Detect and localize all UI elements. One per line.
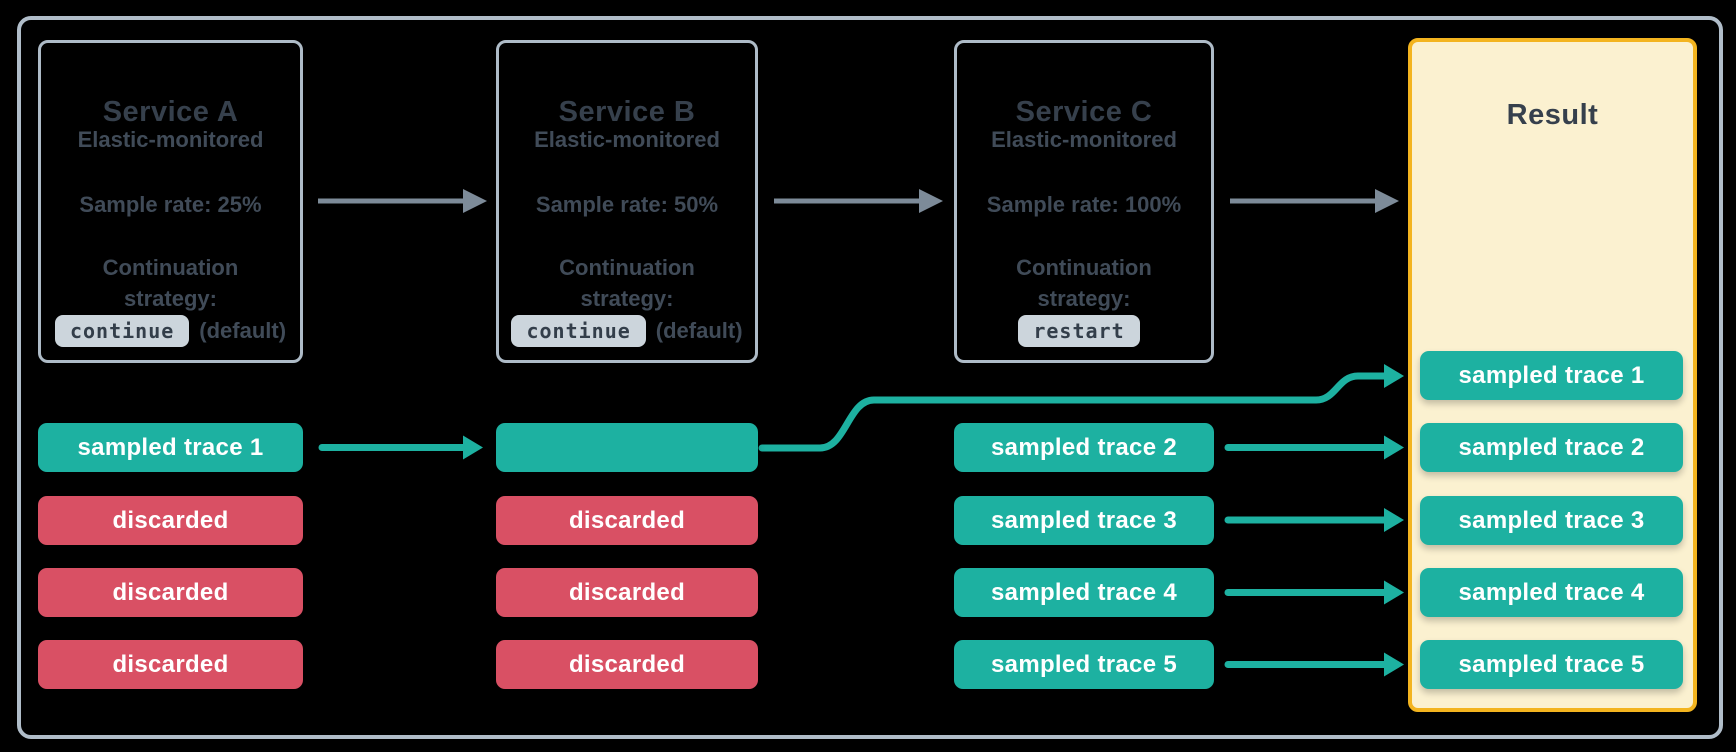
- pill-result-sampled-trace-2: sampled trace 2: [1420, 423, 1683, 472]
- service-b-sample-rate: Sample rate: 50%: [535, 192, 719, 217]
- arrow-right-icon-service-a-to-b: [318, 189, 487, 213]
- connector-icon-trace1-to-result: [758, 364, 1404, 452]
- pill-col1-discarded-3: discarded: [38, 640, 303, 689]
- pill-col2-discarded-2: discarded: [496, 568, 758, 617]
- service-box-b: Service B Elastic-monitored Sample rate:…: [496, 40, 758, 363]
- service-a-sample-rate: Sample rate: 25%: [79, 192, 262, 217]
- arrow-right-icon-trace3-to-result: [1224, 508, 1404, 532]
- service-b-strategy-label: Continuation: [559, 255, 695, 280]
- service-a-strategy-label: Continuation: [102, 255, 239, 280]
- service-b-strategy-row: continue (default): [499, 313, 755, 349]
- result-title: Result: [1506, 99, 1599, 132]
- pill-result-sampled-trace-4: sampled trace 4: [1420, 568, 1683, 617]
- service-c-strategy-chip: restart: [1018, 315, 1140, 347]
- service-a-title: Service A: [102, 96, 239, 129]
- pill-col2-discarded-1: discarded: [496, 496, 758, 545]
- service-a-strategy-suffix: (default): [199, 318, 287, 343]
- service-box-a: Service A Elastic-monitored Sample rate:…: [38, 40, 303, 363]
- service-c-monitored: Elastic-monitored: [991, 127, 1177, 152]
- pill-col1-discarded-1: discarded: [38, 496, 303, 545]
- service-b-strategy-label2: strategy:: [580, 286, 674, 311]
- pill-col2-discarded-3: discarded: [496, 640, 758, 689]
- service-b-strategy-chip: continue: [511, 315, 646, 347]
- arrow-right-icon-trace1-col1-to-col2: [318, 435, 483, 460]
- pill-col1-discarded-2: discarded: [38, 568, 303, 617]
- service-c-strategy-label2: strategy:: [1037, 286, 1131, 311]
- pill-col3-sampled-trace-3: sampled trace 3: [954, 496, 1214, 545]
- service-c-sample-rate: Sample rate: 100%: [986, 192, 1182, 217]
- pill-result-sampled-trace-3: sampled trace 3: [1420, 496, 1683, 545]
- service-b-title: Service B: [558, 96, 696, 129]
- service-c-strategy-row: restart: [957, 313, 1211, 349]
- service-b-monitored: Elastic-monitored: [534, 127, 720, 152]
- arrow-right-icon-trace4-to-result: [1224, 580, 1404, 605]
- outer-frame: [17, 16, 1723, 739]
- pill-col2-sampled-unlabeled: [496, 423, 758, 472]
- pill-col1-sampled-trace-1: sampled trace 1: [38, 423, 303, 472]
- arrow-right-icon-trace2-to-result: [1224, 435, 1404, 460]
- pill-result-sampled-trace-5: sampled trace 5: [1420, 640, 1683, 689]
- service-a-strategy-label2: strategy:: [124, 286, 217, 311]
- service-a-monitored: Elastic-monitored: [77, 127, 264, 152]
- arrow-right-icon-service-b-to-c: [774, 189, 943, 213]
- pill-result-sampled-trace-1: sampled trace 1: [1420, 351, 1683, 400]
- arrow-right-icon-trace5-to-result: [1224, 652, 1404, 677]
- pill-col3-sampled-trace-4: sampled trace 4: [954, 568, 1214, 617]
- arrow-right-icon-service-c-to-result: [1230, 189, 1399, 213]
- service-c-strategy-label: Continuation: [1016, 255, 1152, 280]
- pill-col3-sampled-trace-2: sampled trace 2: [954, 423, 1214, 472]
- service-box-c: Service C Elastic-monitored Sample rate:…: [954, 40, 1214, 363]
- service-b-strategy-suffix: (default): [655, 318, 743, 343]
- service-a-strategy-row: continue (default): [41, 313, 300, 349]
- service-c-title: Service C: [1015, 96, 1153, 129]
- service-a-strategy-chip: continue: [54, 315, 190, 347]
- pill-col3-sampled-trace-5: sampled trace 5: [954, 640, 1214, 689]
